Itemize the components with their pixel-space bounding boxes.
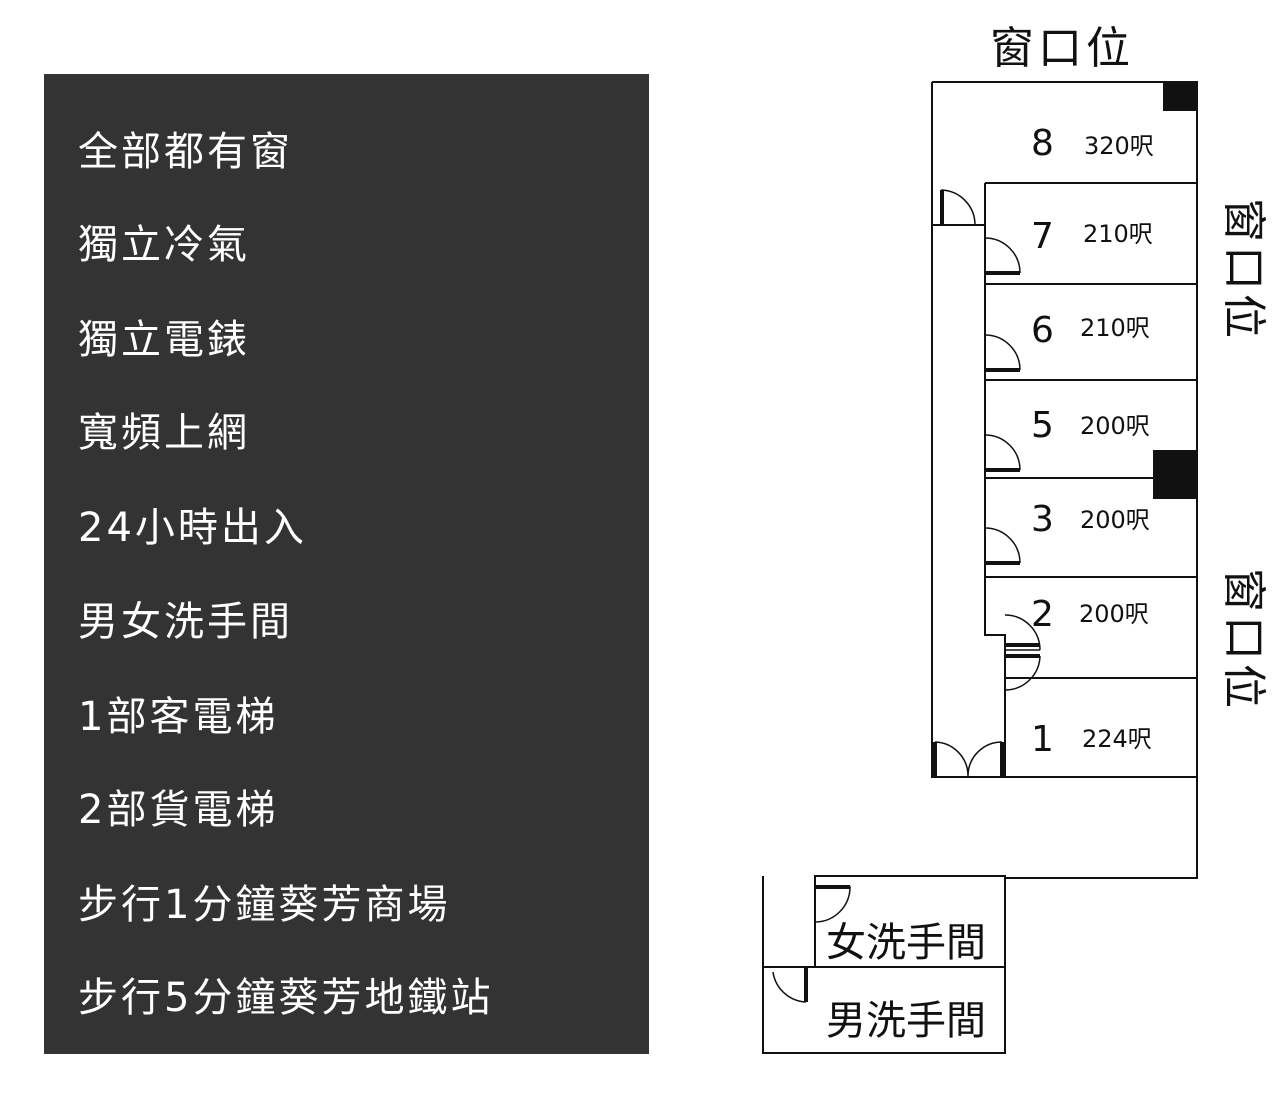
features-panel: 全部都有窗 獨立冷氣 獨立電錶 寬頻上網 24小時出入 男女洗手間 1部客電梯 … — [44, 74, 649, 1054]
door-icon — [772, 971, 807, 1003]
door-icons — [772, 189, 1041, 1003]
door-icon — [941, 189, 976, 226]
feature-item: 男女洗手間 — [78, 599, 293, 645]
feature-item: 步行1分鐘葵芳商場 — [78, 882, 451, 928]
room-area: 200呎 — [1080, 506, 1150, 534]
door-icon — [1004, 655, 1041, 691]
room-divider — [985, 182, 1197, 679]
feature-item: 1部客電梯 — [78, 694, 279, 740]
room-number: 8 — [1031, 123, 1054, 164]
room-number: 3 — [1031, 499, 1054, 540]
window-label-right-upper: 窗口位 — [1218, 198, 1269, 342]
door-icon — [984, 527, 1021, 564]
room-area: 210呎 — [1080, 314, 1150, 342]
door-icon — [984, 434, 1021, 471]
door-icon — [984, 334, 1021, 371]
feature-item: 步行5分鐘葵芳地鐵站 — [78, 975, 494, 1021]
room-area: 210呎 — [1083, 220, 1153, 248]
room-number: 7 — [1031, 216, 1054, 257]
room-area: 200呎 — [1080, 412, 1150, 440]
corridor-wall — [984, 183, 1006, 777]
room-number: 6 — [1031, 310, 1054, 351]
door-icon — [984, 237, 1021, 274]
room-number: 5 — [1031, 405, 1054, 446]
room-number: 2 — [1031, 594, 1054, 635]
window-label-top: 窗口位 — [990, 23, 1134, 74]
toilet-female-label: 女洗手間 — [826, 920, 986, 966]
door-icon — [934, 741, 1003, 777]
door-icon — [814, 886, 851, 923]
feature-item: 24小時出入 — [78, 505, 307, 551]
room-area: 200呎 — [1079, 600, 1149, 628]
feature-item: 全部都有窗 — [78, 129, 293, 175]
feature-item: 獨立電錶 — [78, 317, 250, 363]
pillar — [1163, 82, 1197, 111]
room-area: 224呎 — [1082, 725, 1152, 753]
toilet-walls — [762, 875, 1006, 1054]
feature-item: 寬頻上網 — [78, 410, 250, 456]
pillar — [1153, 450, 1197, 499]
feature-item: 2部貨電梯 — [78, 787, 279, 833]
feature-item: 獨立冷氣 — [78, 222, 250, 268]
room-number: 1 — [1031, 719, 1054, 760]
window-label-right-lower: 窗口位 — [1218, 568, 1269, 712]
toilet-male-label: 男洗手間 — [826, 998, 986, 1044]
room-area: 320呎 — [1084, 132, 1154, 160]
